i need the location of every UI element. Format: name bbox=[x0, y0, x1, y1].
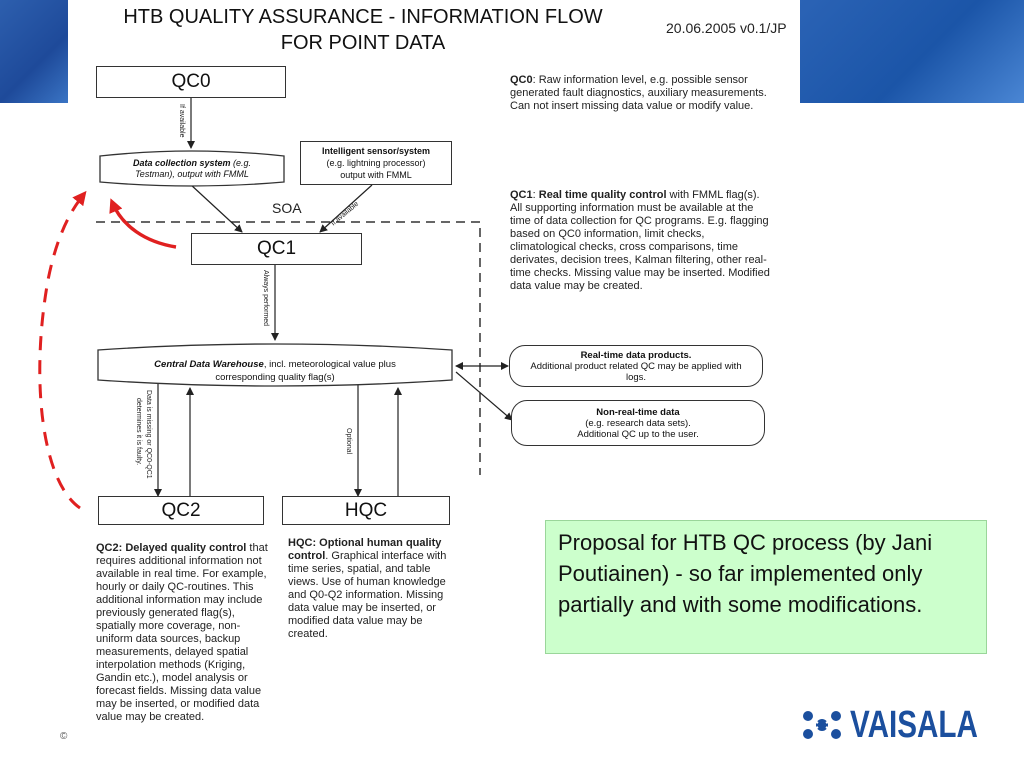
qc2-note-heading: QC2: Delayed quality control bbox=[96, 542, 247, 554]
arrow-warehouse-nonrealtime bbox=[455, 371, 513, 421]
copyright-mark: © bbox=[60, 731, 68, 742]
feedback-arrow-qc1 bbox=[109, 198, 177, 249]
data-collection-title: Data collection system bbox=[132, 158, 231, 168]
qc1-box: QC1 bbox=[191, 233, 362, 265]
hqc-note-heading: HQC: Optional human quality control bbox=[288, 537, 442, 562]
header-band-right bbox=[800, 0, 1024, 103]
qc2-note-text: that requires additional information not… bbox=[96, 542, 268, 723]
vaisala-logo-icon bbox=[803, 711, 841, 739]
qc1-note-term: QC1 bbox=[510, 189, 533, 201]
central-warehouse-title: Central Data Warehouse bbox=[154, 359, 264, 370]
optional-label: Optional bbox=[345, 428, 352, 455]
central-warehouse-node: Central Data Warehouse, incl. meteorolog… bbox=[104, 358, 446, 384]
data-missing-label-1: Data is missing or QC0-QC1 bbox=[145, 390, 152, 479]
page-title: HTB QUALITY ASSURANCE - INFORMATION FLOW… bbox=[68, 4, 658, 56]
soa-label: SOA bbox=[272, 200, 302, 216]
hqc-box: HQC bbox=[282, 496, 450, 525]
qc1-note-sep: : bbox=[532, 189, 539, 201]
qc0-note-term: QC0 bbox=[510, 74, 533, 86]
page-title-line1: HTB QUALITY ASSURANCE - INFORMATION FLOW bbox=[123, 6, 603, 28]
nonrealtime-title: Non-real-time data bbox=[596, 406, 680, 418]
intelligent-sensor-box: Intelligent sensor/system (e.g. lightnin… bbox=[300, 141, 452, 185]
nonrealtime-example: (e.g. research data sets). bbox=[585, 417, 691, 429]
intelligent-sensor-output: output with FMML bbox=[340, 170, 412, 180]
data-collection-node: Data collection system (e.g. Testman), o… bbox=[104, 158, 280, 180]
hqc-note: HQC: Optional human quality control. Gra… bbox=[288, 537, 460, 641]
qc0-note: QC0: Raw information level, e.g. possibl… bbox=[510, 74, 772, 113]
data-missing-label-2: determines it is faulty. bbox=[135, 398, 142, 466]
qc2-box: QC2 bbox=[98, 496, 264, 525]
hqc-note-text: . Graphical interface with time series, … bbox=[288, 550, 447, 640]
qc2-note: QC2: Delayed quality control that requir… bbox=[96, 542, 268, 724]
data-collection-eg: (e.g. bbox=[230, 158, 252, 168]
feedback-arrow-qc2 bbox=[38, 190, 87, 510]
arrow-collection-to-qc1 bbox=[189, 183, 243, 233]
data-collection-desc: Testman), output with FMML bbox=[135, 169, 249, 179]
warehouse-shape bbox=[97, 343, 453, 387]
intelligent-sensor-example: (e.g. lightning processor) bbox=[326, 158, 426, 168]
vaisala-logo-text: VAISALA bbox=[850, 704, 978, 746]
always-performed-label: Always performed bbox=[262, 270, 269, 327]
qc0-box: QC0 bbox=[96, 66, 286, 98]
collection-shape bbox=[99, 150, 285, 187]
central-warehouse-desc1: , incl. meteorological value plus bbox=[263, 359, 396, 370]
nonrealtime-desc: Additional QC up to the user. bbox=[577, 428, 699, 440]
nonrealtime-node: Non-real-time data (e.g. research data s… bbox=[511, 400, 765, 446]
realtime-products-title: Real-time data products. bbox=[580, 349, 692, 361]
qc1-note: QC1: Real time quality control with FMML… bbox=[510, 189, 772, 293]
realtime-products-logs: logs. bbox=[625, 371, 647, 383]
proposal-callout: Proposal for HTB QC process (by Jani Pou… bbox=[545, 520, 987, 654]
realtime-products-desc: Additional product related QC may be app… bbox=[530, 360, 742, 372]
if-available-label-qc0: If available bbox=[178, 104, 185, 138]
version-date: 20.06.2005 v0.1/JP bbox=[666, 20, 787, 36]
page-title-line2: FOR POINT DATA bbox=[280, 32, 446, 54]
soa-boundary bbox=[96, 221, 481, 475]
qc0-note-text: : Raw information level, e.g. possible s… bbox=[510, 74, 767, 112]
central-warehouse-desc2: corresponding quality flag(s) bbox=[215, 372, 335, 383]
realtime-products-node: Real-time data products. Additional prod… bbox=[509, 345, 763, 387]
arrow-sensor-to-qc1 bbox=[319, 184, 373, 233]
header-band-left bbox=[0, 0, 68, 103]
qc1-note-heading: Real time quality control bbox=[538, 189, 667, 201]
intelligent-sensor-title: Intelligent sensor/system bbox=[321, 146, 431, 156]
qc1-note-text: with FMML flag(s). All supporting inform… bbox=[510, 189, 770, 292]
